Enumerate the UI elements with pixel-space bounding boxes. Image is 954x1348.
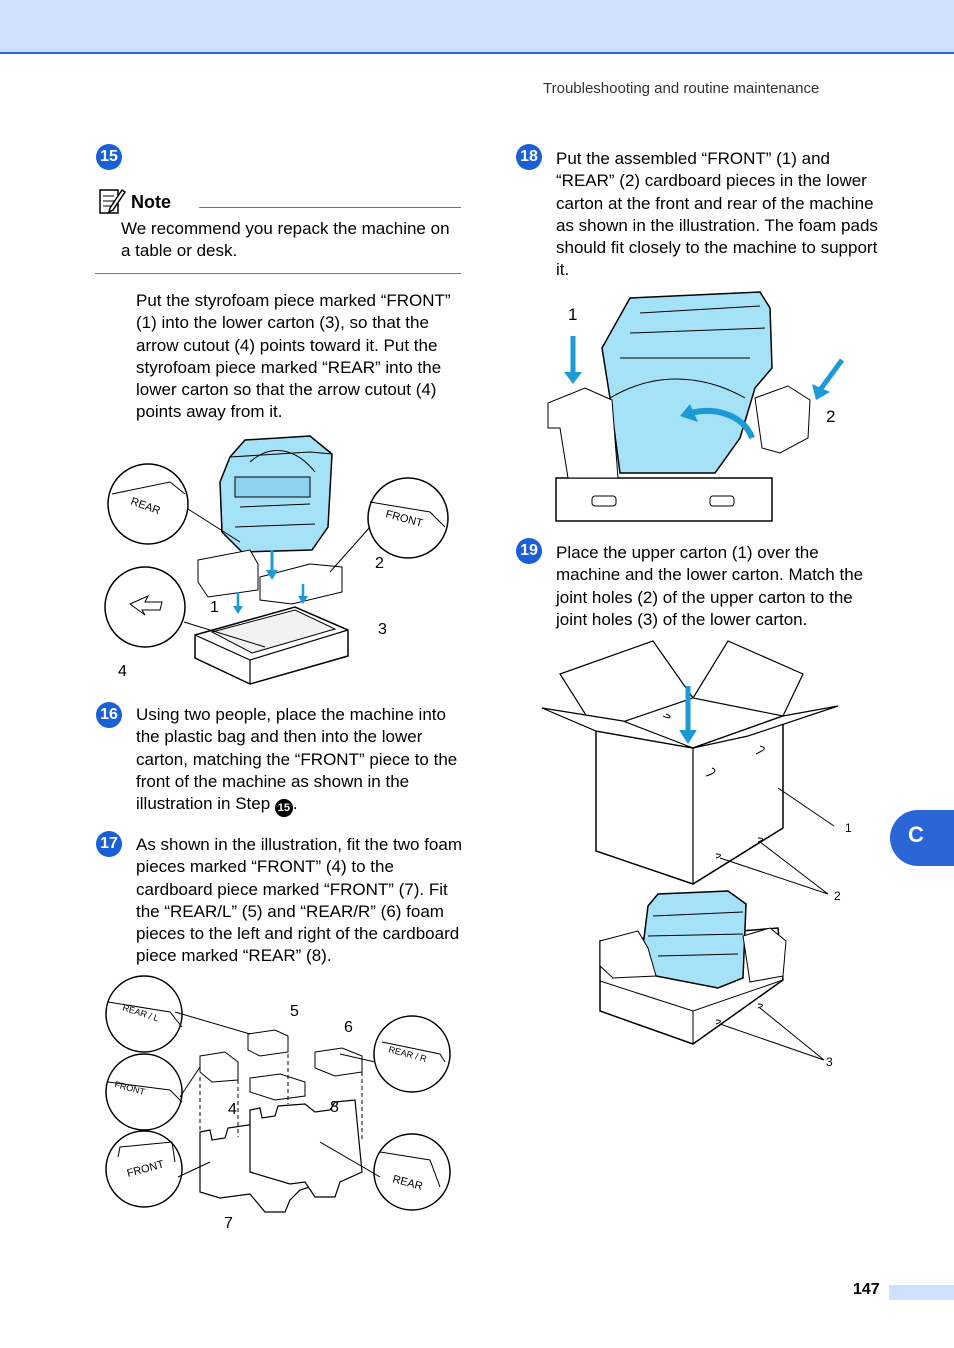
callout-3: 3 <box>826 1055 833 1069</box>
appendix-tab-letter: C <box>908 822 924 847</box>
appendix-tab: C <box>890 810 954 866</box>
note-pencil-icon <box>99 188 126 214</box>
callout-2: 2 <box>375 555 384 572</box>
step-15-text: Put the styrofoam piece marked “FRONT” (… <box>136 291 451 422</box>
step-18-number: 18 <box>516 144 542 170</box>
step-16-number: 16 <box>96 702 122 728</box>
callout-1: 1 <box>210 599 219 616</box>
step-16-text-main: Using two people, place the machine into… <box>136 705 458 814</box>
step-18-text: Put the assembled “FRONT” (1) and “REAR”… <box>556 149 878 280</box>
page-number: 147 <box>853 1281 880 1298</box>
page-number-box <box>889 1285 954 1300</box>
step-17-text: As shown in the illustration, fit the tw… <box>136 835 462 966</box>
note-rule-top <box>199 207 461 208</box>
callout-1: 1 <box>845 821 852 835</box>
step-16-ref: 15 <box>274 799 293 818</box>
figure-step-19: 1 2 3 <box>541 640 852 1069</box>
note-text: We recommend you repack the machine on a… <box>121 219 450 261</box>
top-bar <box>0 0 954 54</box>
step-19-number: 19 <box>516 538 542 564</box>
callout-1: 1 <box>568 305 577 324</box>
step-17-number: 17 <box>96 831 122 857</box>
callout-7: 7 <box>224 1215 233 1232</box>
callout-8: 8 <box>330 1099 339 1116</box>
callout-4: 4 <box>228 1101 237 1118</box>
callout-5: 5 <box>290 1003 299 1020</box>
figure-step-17: REAR / L FRONT REAR / R FRONT REAR 4 5 6… <box>105 975 451 1232</box>
step-16-text: Using two people, place the machine into… <box>136 704 462 818</box>
step-16-text-end: . <box>292 794 298 814</box>
figure-step-18: 1 2 <box>547 291 845 522</box>
note-rule-bottom <box>95 273 461 274</box>
callout-3: 3 <box>378 621 387 638</box>
callout-2: 2 <box>826 407 835 426</box>
note-label: Note <box>131 192 171 212</box>
callout-6: 6 <box>344 1019 353 1036</box>
callout-4: 4 <box>118 663 127 680</box>
step-15-number: 15 <box>96 144 122 170</box>
figure-step-15: REAR FRONT 1 2 3 4 <box>104 435 449 685</box>
running-header: Troubleshooting and routine maintenance <box>543 80 820 97</box>
step-19-text: Place the upper carton (1) over the mach… <box>556 543 864 629</box>
callout-2: 2 <box>834 889 841 903</box>
